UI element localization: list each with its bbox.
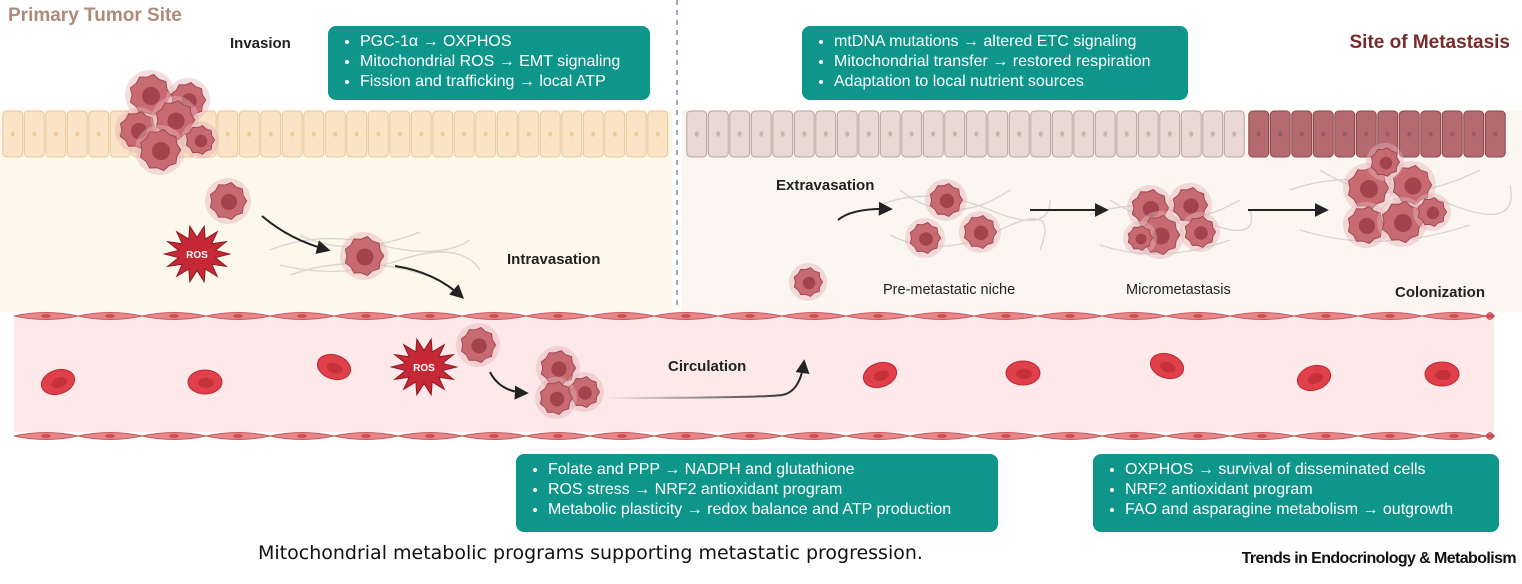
box-item: Folate and PPP → NADPH and glutathione — [548, 460, 986, 480]
vessel-wall-bottom — [13, 432, 1495, 440]
tumor-cell — [959, 211, 1001, 253]
tumor-cell — [135, 125, 185, 175]
ros-burst-vessel: ROS — [389, 337, 459, 397]
tumor-cell — [925, 179, 967, 221]
box-item: Mitochondrial transfer → restored respir… — [834, 52, 1176, 72]
tumor-cell — [1343, 163, 1393, 213]
arrow-extravasation — [837, 201, 893, 221]
box-item: mtDNA mutations → altered ETC signaling — [834, 32, 1176, 52]
tumor-cell — [1413, 193, 1451, 231]
tumor-cell — [151, 96, 199, 144]
invasion-mechanisms-box: PGC-1α → OXPHOS Mitochondrial ROS → EMT … — [328, 26, 650, 100]
tumor-cell — [340, 232, 388, 280]
tumor-cells — [115, 70, 1451, 419]
metastasis-mechanisms-box: mtDNA mutations → altered ETC signaling … — [802, 26, 1188, 100]
stage-pre-metastatic-niche: Pre-metastatic niche — [883, 282, 1016, 298]
box-item: Fission and trafficking → local ATP — [360, 72, 638, 92]
red-blood-cell — [1149, 352, 1185, 380]
box-item: FAO and asparagine metabolism → outgrowt… — [1125, 500, 1487, 520]
red-blood-cell — [1005, 360, 1041, 386]
vessel-lumen — [14, 316, 1494, 432]
red-blood-cell — [1424, 361, 1460, 387]
tumor-cell — [1168, 183, 1212, 227]
tumor-cell — [456, 323, 500, 367]
box-item: ROS stress → NRF2 antioxidant program — [548, 480, 986, 500]
arrow-to-vessel — [394, 265, 465, 299]
ros-burst-stroma: ROS — [162, 224, 232, 284]
flow-arrows — [261, 201, 1329, 400]
arrow-invasion-to-intravasation — [261, 215, 331, 254]
box-item: PGC-1α → OXPHOS — [360, 32, 638, 52]
red-blood-cell — [316, 353, 352, 381]
red-blood-cell — [187, 369, 223, 395]
tumor-cell — [181, 121, 219, 159]
arrow-circulation — [605, 359, 810, 399]
box-item: OXPHOS → survival of disseminated cells — [1125, 460, 1487, 480]
tumor-cell — [1343, 202, 1389, 248]
red-blood-cell — [1296, 364, 1332, 392]
tumor-cell — [1366, 143, 1404, 181]
tumor-cell — [1180, 212, 1220, 252]
vessel-wall-top — [13, 312, 1495, 320]
stage-colonization: Colonization — [1395, 284, 1485, 301]
epithelium-distant — [686, 110, 1245, 158]
box-item: NRF2 antioxidant program — [1125, 480, 1487, 500]
stage-micrometastasis: Micrometastasis — [1126, 282, 1231, 298]
tumor-cell — [564, 372, 604, 412]
extracellular-matrix-fibers — [269, 169, 1512, 281]
tumor-cell — [1123, 221, 1157, 255]
red-blood-cells — [40, 352, 1460, 396]
primary-tumor-site-title: Primary Tumor Site — [8, 5, 182, 26]
arrow-into-circulation — [489, 371, 529, 400]
ros-label-1: ROS — [186, 250, 208, 261]
tumor-cell — [205, 178, 251, 224]
box-item: Adaptation to local nutrient sources — [834, 72, 1176, 92]
tumor-cell — [789, 263, 827, 301]
box-item: Mitochondrial ROS → EMT signaling — [360, 52, 638, 72]
stage-intravasation: Intravasation — [507, 251, 601, 268]
colonization-mechanisms-box: OXPHOS → survival of disseminated cells … — [1093, 454, 1499, 532]
box-item: Metabolic plasticity → redox balance and… — [548, 500, 986, 520]
tumor-cell — [905, 218, 945, 258]
epithelium-primary — [2, 110, 669, 158]
site-of-metastasis-title: Site of Metastasis — [1349, 32, 1511, 53]
stage-circulation: Circulation — [668, 358, 747, 375]
stage-invasion: Invasion — [230, 35, 291, 52]
tumor-cell — [535, 377, 577, 419]
tumor-cell — [1388, 161, 1436, 209]
red-blood-cell — [862, 361, 898, 389]
tumor-cell — [536, 346, 580, 390]
journal-name: Trends in Endocrinology & Metabolism — [1241, 550, 1517, 567]
stage-extravasation: Extravasation — [776, 177, 875, 194]
epithelium-colonized — [1248, 110, 1506, 158]
figure-caption: Mitochondrial metabolic programs support… — [258, 542, 923, 564]
ros-label-2: ROS — [413, 363, 435, 374]
circulation-mechanisms-box: Folate and PPP → NADPH and glutathione R… — [516, 454, 998, 532]
tumor-cell — [1377, 197, 1427, 247]
red-blood-cell — [40, 368, 76, 396]
